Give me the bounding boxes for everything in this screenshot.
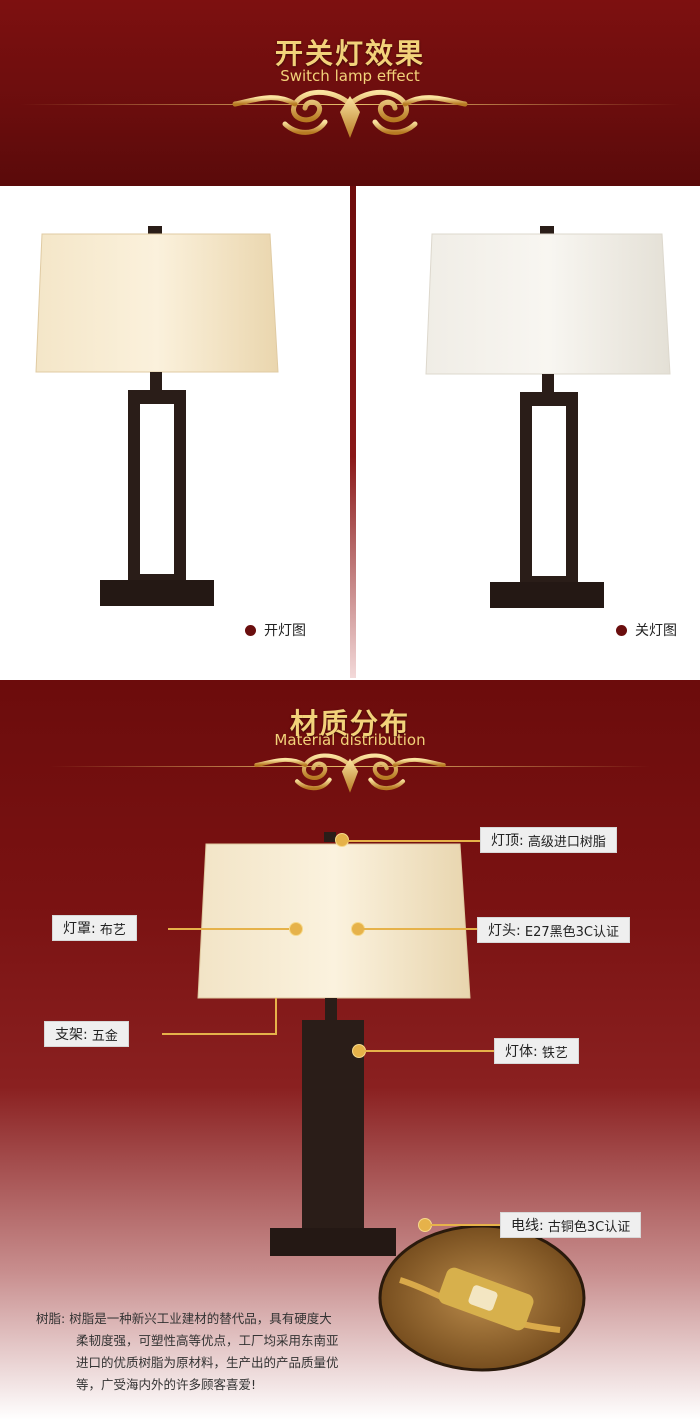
bullet-icon — [616, 624, 627, 636]
photo-divider — [350, 186, 356, 678]
ornament-icon — [254, 753, 446, 793]
lamp-off-photo: 关灯图 — [356, 186, 700, 678]
ornament-icon — [232, 89, 468, 138]
callout-line-shade — [168, 928, 289, 930]
label-lamp-top: 灯顶: 高级进口树脂 — [480, 827, 617, 853]
label-lamp-body: 灯体: 铁艺 — [494, 1038, 579, 1064]
callout-point-shade — [289, 922, 303, 936]
material-distribution-section: 材质分布 Material distribution — [0, 680, 700, 1420]
caption-lamp-off: 关灯图 — [616, 620, 677, 640]
label-lamp-socket: 灯头: E27黑色3C认证 — [477, 917, 630, 943]
section-title: 材质分布 — [289, 707, 410, 740]
note-line-3: 进口的优质树脂为原材料，生产出的产品质量优 — [76, 1355, 339, 1370]
callout-line-frame-v — [275, 998, 277, 1034]
caption-lamp-on: 开灯图 — [245, 620, 306, 640]
section-subtitle: Material distribution — [274, 731, 426, 749]
section-title: 开关灯效果 — [274, 37, 425, 70]
note-line-4: 等，广受海内外的许多顾客喜爱! — [76, 1377, 257, 1392]
lamp-on-illustration — [35, 226, 279, 606]
callout-line-body — [364, 1050, 494, 1052]
lamp-on-photo: 开灯图 — [0, 186, 350, 678]
callout-line-frame — [162, 1033, 277, 1035]
note-lead: 树脂: — [36, 1311, 66, 1326]
resin-description: 树脂: 树脂是一种新兴工业建材的替代品，具有硬度大 柔韧度强，可塑性高等优点，工… — [36, 1308, 366, 1396]
label-lamp-frame: 支架: 五金 — [44, 1021, 129, 1047]
note-line-2: 柔韧度强，可塑性高等优点，工厂均采用东南亚 — [76, 1333, 339, 1348]
section-subtitle: Switch lamp effect — [280, 67, 420, 85]
switch-effect-banner: 开关灯效果 Switch lamp effect — [0, 0, 700, 186]
label-lamp-cord: 电线: 古铜色3C认证 — [500, 1212, 642, 1238]
note-line-1: 树脂是一种新兴工业建材的替代品，具有硬度大 — [69, 1311, 332, 1326]
callout-line-cord — [430, 1224, 500, 1226]
callout-line-socket — [363, 928, 477, 930]
bullet-icon — [245, 624, 256, 636]
callout-line-top — [347, 840, 481, 842]
lamp-off-illustration — [425, 226, 671, 608]
label-lamp-shade: 灯罩: 布艺 — [52, 915, 137, 941]
